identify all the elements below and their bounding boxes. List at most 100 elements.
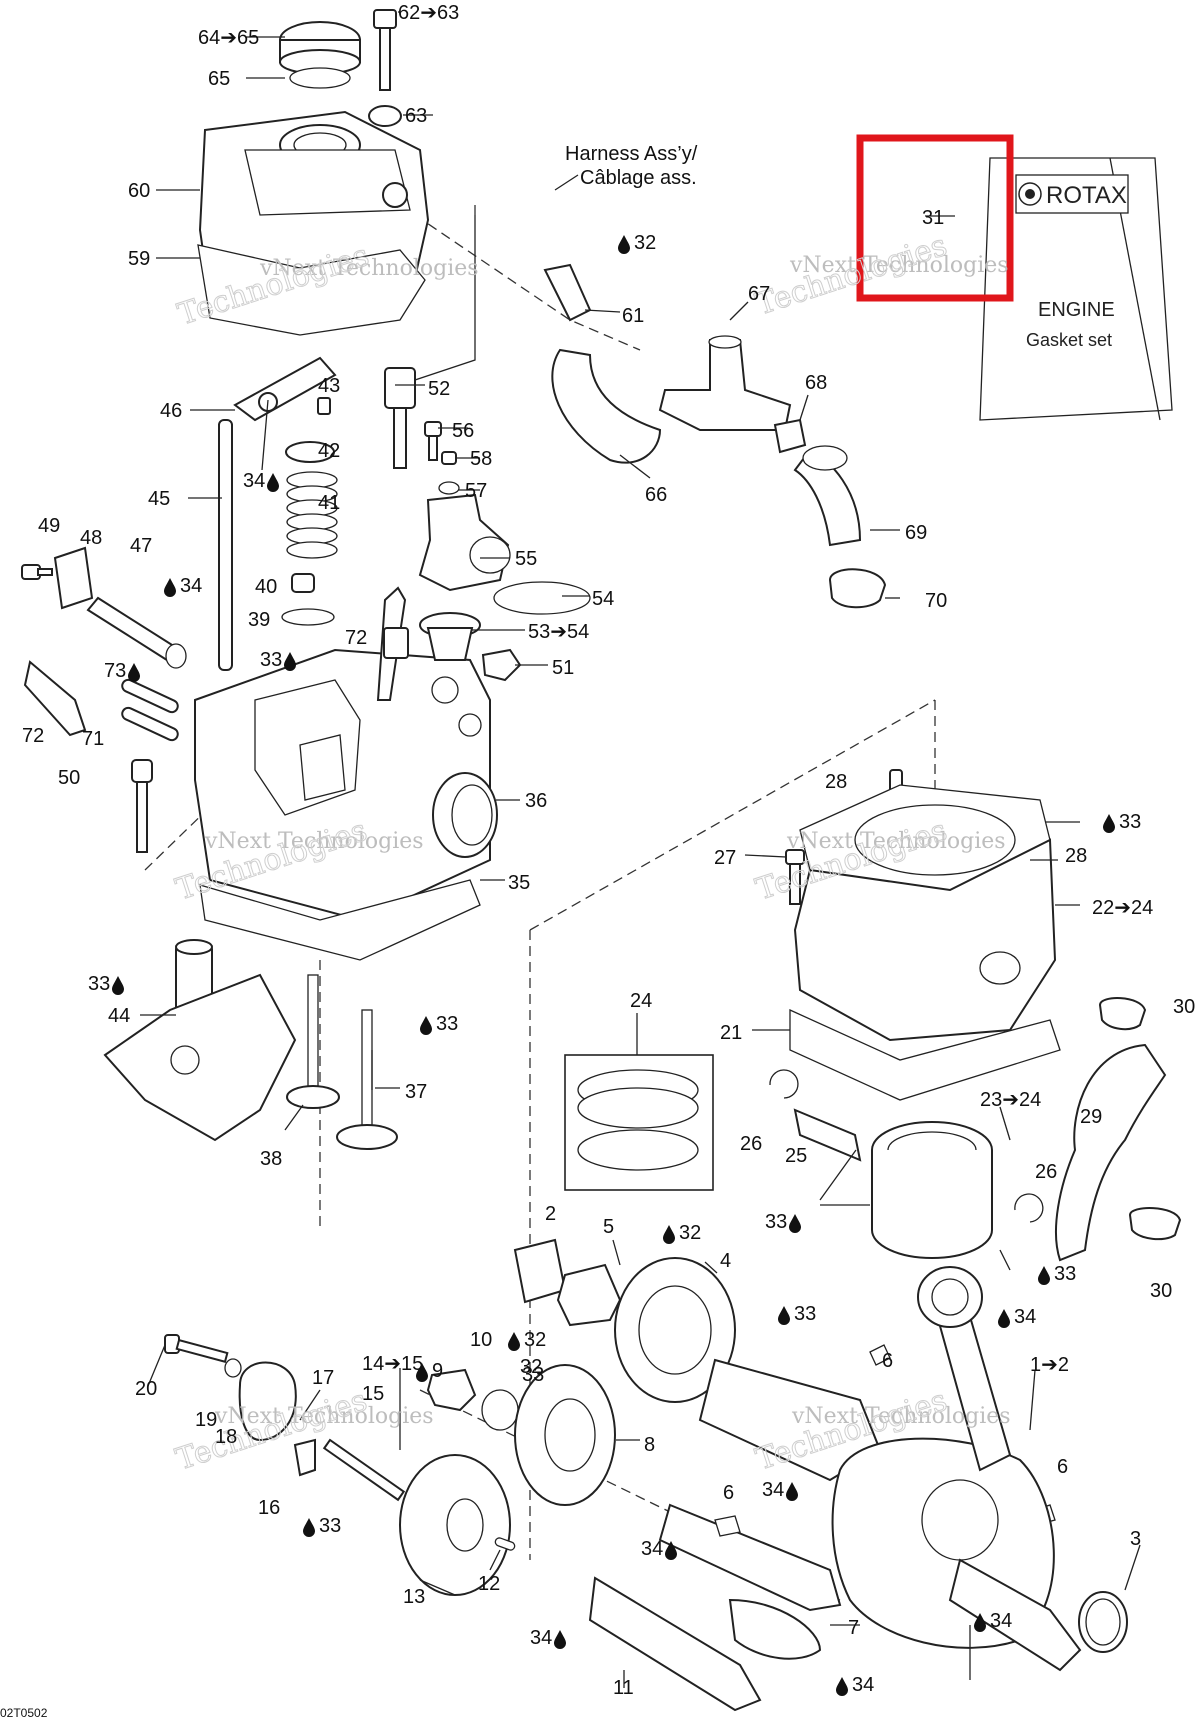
callout-55: 55 xyxy=(515,548,537,570)
lubricant-drop-icon xyxy=(998,1309,1010,1328)
callout-72: 72 xyxy=(22,725,44,747)
callout-12: 12 xyxy=(478,1573,500,1595)
callout-8: 8 xyxy=(644,1434,655,1456)
callout-31: 31 xyxy=(922,207,944,229)
callout-59: 59 xyxy=(128,248,150,270)
lubricant-drop-icon xyxy=(786,1482,798,1501)
callout-29: 29 xyxy=(1080,1106,1102,1128)
callout-38: 38 xyxy=(260,1148,282,1170)
leader-lines xyxy=(140,11,1141,1688)
callout-32: 32 xyxy=(520,1356,542,1378)
callout-70: 70 xyxy=(925,590,947,612)
callout-51: 51 xyxy=(552,657,574,679)
callout-36: 36 xyxy=(525,790,547,812)
callout-34: 34 xyxy=(641,1538,663,1560)
rocker-arm-group xyxy=(21,356,338,671)
callout-62-63: 62➔63 xyxy=(398,2,459,24)
callout-28: 28 xyxy=(1065,845,1087,867)
callout-11: 11 xyxy=(613,1677,634,1699)
callout-56: 56 xyxy=(452,420,474,442)
lubricant-drop-icon xyxy=(663,1225,675,1244)
callout-7: 7 xyxy=(848,1617,859,1639)
lubricant-drop-icon xyxy=(789,1214,801,1233)
callout-19: 19 xyxy=(195,1409,217,1431)
gasket-set-brand: ROTAX xyxy=(1046,182,1127,209)
callout-34: 34 xyxy=(990,1610,1012,1632)
callout-40: 40 xyxy=(255,576,277,598)
callout-32: 32 xyxy=(524,1329,546,1351)
callout-71: 71 xyxy=(82,728,104,750)
crankshaft-group xyxy=(164,1238,1128,1712)
callout-9: 9 xyxy=(432,1360,443,1382)
callout-54: 54 xyxy=(592,588,614,610)
callout-6: 6 xyxy=(1057,1456,1068,1478)
callout-43: 43 xyxy=(318,375,340,397)
callout-44: 44 xyxy=(108,1005,130,1027)
callout-69: 69 xyxy=(905,522,927,544)
callout-53-54: 53➔54 xyxy=(528,621,589,643)
callout-73: 73 xyxy=(104,660,126,682)
callout-68: 68 xyxy=(805,372,827,394)
highlight-box xyxy=(856,134,1014,302)
callout-33: 33 xyxy=(88,973,110,995)
lubricant-drop-icon xyxy=(778,1306,790,1325)
lubricant-drop-icon xyxy=(128,663,140,682)
harness-note-line2: Câblage ass. xyxy=(580,167,697,189)
callout-34: 34 xyxy=(852,1674,874,1696)
lubricant-drop-icon xyxy=(1038,1266,1050,1285)
callout-52: 52 xyxy=(428,378,450,400)
callout-3: 3 xyxy=(1130,1528,1141,1550)
callout-33: 33 xyxy=(260,649,282,671)
lubricant-drop-icon xyxy=(554,1630,566,1649)
callout-61: 61 xyxy=(622,305,644,327)
callout-26: 26 xyxy=(1035,1161,1057,1183)
callout-48: 48 xyxy=(80,527,102,549)
gasket-set-manual: ROTAX ENGINE Gasket set xyxy=(979,157,1173,421)
callout-30: 30 xyxy=(1150,1280,1172,1302)
callout-28: 28 xyxy=(825,771,847,793)
callout-24: 24 xyxy=(630,990,652,1012)
callout-32: 32 xyxy=(679,1222,701,1244)
rotax-logo-icon xyxy=(1018,182,1042,206)
callout-34: 34 xyxy=(1014,1306,1036,1328)
callout-4: 4 xyxy=(720,1250,731,1272)
callout-1-2: 1➔2 xyxy=(1030,1354,1069,1376)
callout-63: 63 xyxy=(405,105,427,127)
callout-58: 58 xyxy=(470,448,492,470)
callout-17: 17 xyxy=(312,1367,334,1389)
figure-code: 02T0502 xyxy=(0,1706,48,1720)
callout-47: 47 xyxy=(130,535,152,557)
lubricant-drop-icon xyxy=(618,235,630,254)
callout-45: 45 xyxy=(148,488,170,510)
callout-67: 67 xyxy=(748,283,770,305)
callout-16: 16 xyxy=(258,1497,280,1519)
callout-30: 30 xyxy=(1173,996,1195,1018)
watermark-text: vNext Technologies xyxy=(214,1404,434,1429)
callout-18: 18 xyxy=(215,1426,237,1448)
callout-21: 21 xyxy=(720,1022,742,1044)
callout-20: 20 xyxy=(135,1378,157,1400)
callout-64-65: 64➔65 xyxy=(198,27,259,49)
callout-27: 27 xyxy=(714,847,736,869)
lubricant-drop-icon xyxy=(284,652,296,671)
harness-note-line1: Harness Ass’y/ xyxy=(565,143,698,165)
lubricant-drop-icon xyxy=(1103,814,1115,833)
callout-6: 6 xyxy=(723,1482,734,1504)
callout-50: 50 xyxy=(58,767,80,789)
lubricant-drop-icon xyxy=(508,1332,520,1351)
callout-57: 57 xyxy=(465,480,487,502)
callout-6: 6 xyxy=(882,1350,893,1372)
callout-34: 34 xyxy=(530,1627,552,1649)
watermark-text: vNext Technologies xyxy=(789,253,1009,278)
callout-23-24: 23➔24 xyxy=(980,1089,1041,1111)
callout-46: 46 xyxy=(160,400,182,422)
callout-65: 65 xyxy=(208,68,230,90)
callout-33: 33 xyxy=(522,1364,544,1386)
callout-13: 13 xyxy=(403,1586,425,1608)
coolant-group xyxy=(384,263,887,682)
callout-41: 41 xyxy=(318,492,340,514)
callout-22-24: 22➔24 xyxy=(1092,897,1153,919)
callout-26: 26 xyxy=(740,1133,762,1155)
callout-39: 39 xyxy=(248,609,270,631)
